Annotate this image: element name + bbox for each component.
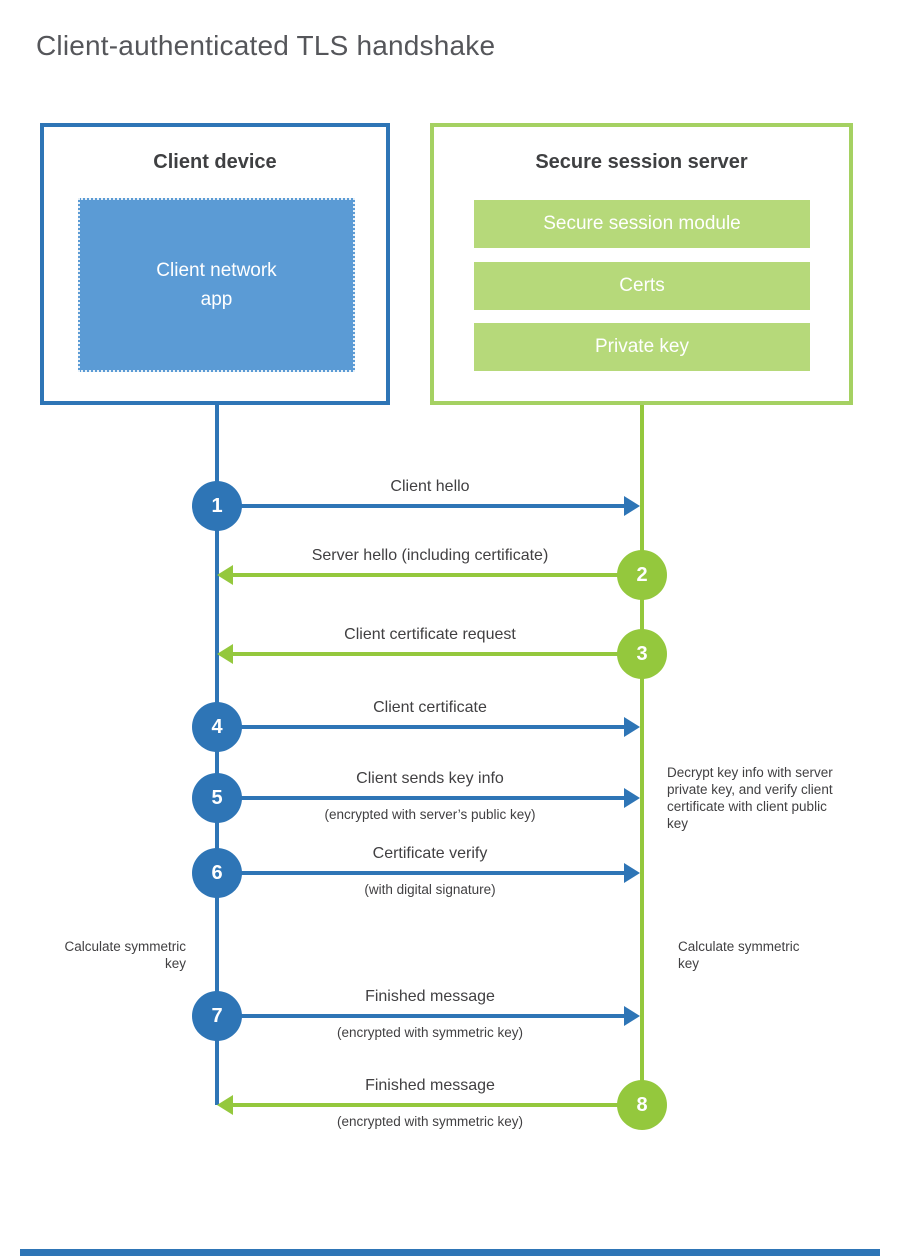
server-title: Secure session server bbox=[535, 151, 748, 173]
client-network-app-label: Client network app bbox=[156, 259, 277, 310]
arrow-line bbox=[218, 796, 624, 800]
message-subtitle: (encrypted with symmetric key) bbox=[336, 1025, 524, 1040]
step-circle: 7 bbox=[192, 991, 242, 1041]
message-label: Server hello (including certificate) bbox=[311, 547, 549, 564]
step-circle: 6 bbox=[192, 848, 242, 898]
client-lifeline bbox=[215, 405, 219, 1105]
message-label: Client hello bbox=[390, 478, 470, 495]
client-device-title: Client device bbox=[153, 151, 277, 173]
decrypt-key-note: Decrypt key info with server private key… bbox=[667, 765, 833, 831]
message-label: Certificate verify bbox=[372, 845, 488, 862]
arrow-right-icon bbox=[624, 863, 640, 883]
step-circle: 8 bbox=[617, 1080, 667, 1130]
step-circle: 2 bbox=[617, 550, 667, 600]
arrow-line bbox=[233, 652, 642, 656]
step-circle: 5 bbox=[192, 773, 242, 823]
arrow-left-icon bbox=[217, 644, 233, 664]
arrow-line bbox=[218, 725, 624, 729]
arrow-right-icon bbox=[624, 717, 640, 737]
message-subtitle: (with digital signature) bbox=[364, 882, 496, 897]
server-module-private-key: Private key bbox=[474, 323, 810, 371]
step-circle: 1 bbox=[192, 481, 242, 531]
arrow-line bbox=[218, 871, 624, 875]
arrow-right-icon bbox=[624, 1006, 640, 1026]
arrow-left-icon bbox=[217, 1095, 233, 1115]
arrow-line bbox=[233, 573, 642, 577]
arrow-line bbox=[233, 1103, 642, 1107]
server-lifeline bbox=[640, 405, 644, 1105]
arrow-line bbox=[218, 504, 624, 508]
step-circle: 3 bbox=[617, 629, 667, 679]
arrow-right-icon bbox=[624, 496, 640, 516]
message-label: Client certificate request bbox=[344, 626, 516, 643]
message-subtitle: (encrypted with server’s public key) bbox=[324, 807, 536, 822]
calculate-symmetric-key-server: Calculate symmetric key bbox=[678, 939, 800, 971]
page-title: Client-authenticated TLS handshake bbox=[36, 30, 496, 61]
arrow-line bbox=[218, 1014, 624, 1018]
message-subtitle: (encrypted with symmetric key) bbox=[336, 1114, 524, 1129]
server-module-secure-session: Secure session module bbox=[474, 200, 810, 248]
server-module-certs: Certs bbox=[474, 262, 810, 310]
calculate-symmetric-key-client: Calculate symmetric key bbox=[64, 939, 186, 971]
arrow-right-icon bbox=[624, 788, 640, 808]
client-network-app-box: Client network app bbox=[78, 198, 355, 372]
message-label: Finished message bbox=[365, 1077, 495, 1094]
bottom-accent-bar bbox=[20, 1249, 880, 1256]
step-circle: 4 bbox=[192, 702, 242, 752]
arrow-left-icon bbox=[217, 565, 233, 585]
message-label: Client certificate bbox=[373, 699, 487, 716]
message-label: Client sends key info bbox=[356, 770, 504, 787]
message-label: Finished message bbox=[365, 988, 495, 1005]
